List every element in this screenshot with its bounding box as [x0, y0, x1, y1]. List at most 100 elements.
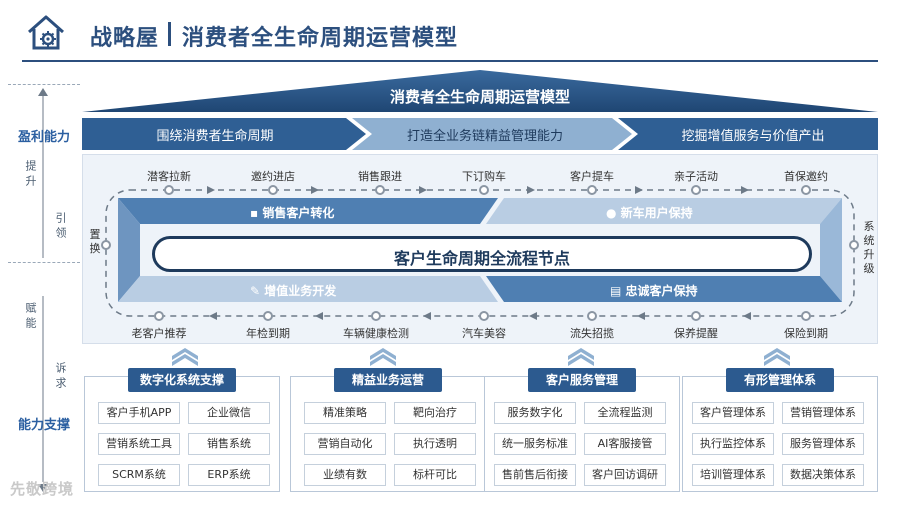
- roof-shape: [82, 70, 878, 112]
- column-2-item: 业绩有数: [304, 464, 386, 486]
- vertical-axis-arrows: [38, 88, 48, 492]
- chevron-up-icon: [764, 348, 790, 366]
- node-top-3: 销售跟进: [358, 170, 402, 183]
- chevron-3: 挖掘增值服务与价值产出: [681, 129, 825, 144]
- node-top-1: 潜客拉新: [147, 170, 191, 183]
- node-bottom-3: 车辆健康检测: [343, 327, 409, 340]
- column-1-item: 销售系统: [188, 433, 270, 455]
- chevron-1: 围绕消费者生命周期: [156, 129, 274, 144]
- node-bottom-6: 保养提醒: [674, 327, 718, 340]
- column-2-item: 精准策略: [304, 402, 386, 424]
- chart-icon: ▪: [250, 206, 263, 220]
- quadrant-br: ▤ 忠诚客户保持: [610, 282, 698, 299]
- node-top-dot: [164, 185, 174, 195]
- capability-support-label: 能力支撑: [18, 418, 71, 433]
- node-bottom-7: 保险到期: [784, 327, 828, 340]
- column-3-item: 统一服务标准: [494, 433, 576, 455]
- quadrant-bl-label: 增值业务开发: [264, 284, 337, 298]
- column-4-item: 培训管理体系: [692, 464, 774, 486]
- chevron-up-icon: [172, 348, 198, 366]
- quadrant-br-label: 忠诚客户保持: [625, 284, 698, 298]
- quadrant-bl: ✎ 增值业务开发: [250, 282, 336, 299]
- node-top-dot: [268, 185, 278, 195]
- node-side-dot: [101, 240, 111, 250]
- node-top-dot: [375, 185, 385, 195]
- quadrant-tr: ● 新车用户保持: [606, 204, 693, 221]
- brand-title: 战略屋: [90, 26, 160, 51]
- node-bottom-dot: [691, 311, 701, 321]
- axis-divider-top: [8, 84, 80, 85]
- column-3-title: 客户服务管理: [528, 368, 636, 392]
- chevron-up-icon: [370, 348, 396, 366]
- quadrant-tl: ▪ 销售客户转化: [250, 204, 334, 221]
- center-pill: 客户生命周期全流程节点: [152, 236, 812, 272]
- column-2-item: 靶向治疗: [394, 402, 476, 424]
- center-pill-label: 客户生命周期全流程节点: [393, 249, 570, 268]
- house-gear-icon: [28, 15, 64, 50]
- node-top-7: 首保邀约: [784, 170, 828, 183]
- node-side-dot: [849, 240, 859, 250]
- left-axis: 盈利能力 提升 引领 赋能 诉求 能力支撑: [0, 80, 80, 500]
- column-3-item: 全流程监测: [584, 402, 666, 424]
- column-4-title: 有形管理体系: [726, 368, 834, 392]
- roof-title: 消费者全生命周期运营模型: [389, 88, 570, 106]
- demand-label: 诉求: [54, 362, 67, 392]
- column-4-item: 服务管理体系: [782, 433, 864, 455]
- column-1-item: 客户手机APP: [98, 402, 180, 424]
- node-bottom-dot: [263, 311, 273, 321]
- node-top-dot: [587, 185, 597, 195]
- column-4-item: 执行监控体系: [692, 433, 774, 455]
- upgrade-label: 提升: [24, 160, 37, 190]
- column-1-item: 营销系统工具: [98, 433, 180, 455]
- chevron-2: 打造全业务链精益管理能力: [406, 129, 563, 144]
- column-2-item: 标杆可比: [394, 464, 476, 486]
- document-icon: ▤: [610, 284, 626, 298]
- chevron-band: [82, 118, 878, 150]
- axis-divider-middle: [8, 262, 80, 263]
- node-top-dot: [691, 185, 701, 195]
- node-top-dot: [801, 185, 811, 195]
- column-1-title: 数字化系统支撑: [128, 368, 236, 392]
- watermark: 先敬跨境: [10, 480, 75, 498]
- node-bottom-4: 汽车美容: [462, 327, 506, 340]
- column-1-item: 企业微信: [188, 402, 270, 424]
- node-top-dot: [479, 185, 489, 195]
- column-3-item: 客户回访调研: [584, 464, 666, 486]
- column-4-item: 数据决策体系: [782, 464, 864, 486]
- page-title: 消费者全生命周期运营模型: [182, 26, 459, 51]
- quadrant-tl-label: 销售客户转化: [262, 206, 335, 220]
- title-divider: [168, 22, 171, 46]
- node-top-4: 下订购车: [462, 170, 506, 183]
- column-3-item: 售前售后衔接: [494, 464, 576, 486]
- quadrant-tr-label: 新车用户保持: [620, 206, 693, 220]
- column-3-item: AI客服接管: [584, 433, 666, 455]
- header: 战略屋 消费者全生命周期运营模型: [0, 0, 900, 64]
- pencil-icon: ✎: [250, 284, 265, 298]
- chevron-up-icon: [568, 348, 594, 366]
- node-bottom-1: 老客户推荐: [131, 327, 187, 340]
- enable-label: 赋能: [24, 302, 37, 332]
- node-bottom-dot: [801, 311, 811, 321]
- profit-capability-label: 盈利能力: [18, 130, 71, 145]
- node-top-2: 邀约进店: [251, 170, 295, 183]
- header-underline: [22, 60, 878, 62]
- inner-quadrants: [118, 198, 842, 302]
- column-1-item: ERP系统: [188, 464, 270, 486]
- node-bottom-dot: [371, 311, 381, 321]
- side-right-label: 系统升级: [863, 220, 875, 275]
- column-1-item: SCRM系统: [98, 464, 180, 486]
- column-2-item: 执行透明: [394, 433, 476, 455]
- node-top-6: 亲子活动: [674, 170, 718, 183]
- node-bottom-dot: [479, 311, 489, 321]
- column-2-item: 营销自动化: [304, 433, 386, 455]
- user-icon: ●: [606, 206, 621, 220]
- guide-label: 引领: [54, 212, 67, 242]
- column-3-item: 服务数字化: [494, 402, 576, 424]
- node-bottom-2: 年检到期: [246, 327, 290, 340]
- node-top-5: 客户提车: [570, 170, 614, 183]
- column-4-item: 客户管理体系: [692, 402, 774, 424]
- node-bottom-dot: [587, 311, 597, 321]
- node-bottom-dot: [154, 311, 164, 321]
- column-4-item: 营销管理体系: [782, 402, 864, 424]
- node-bottom-5: 流失招揽: [570, 327, 614, 340]
